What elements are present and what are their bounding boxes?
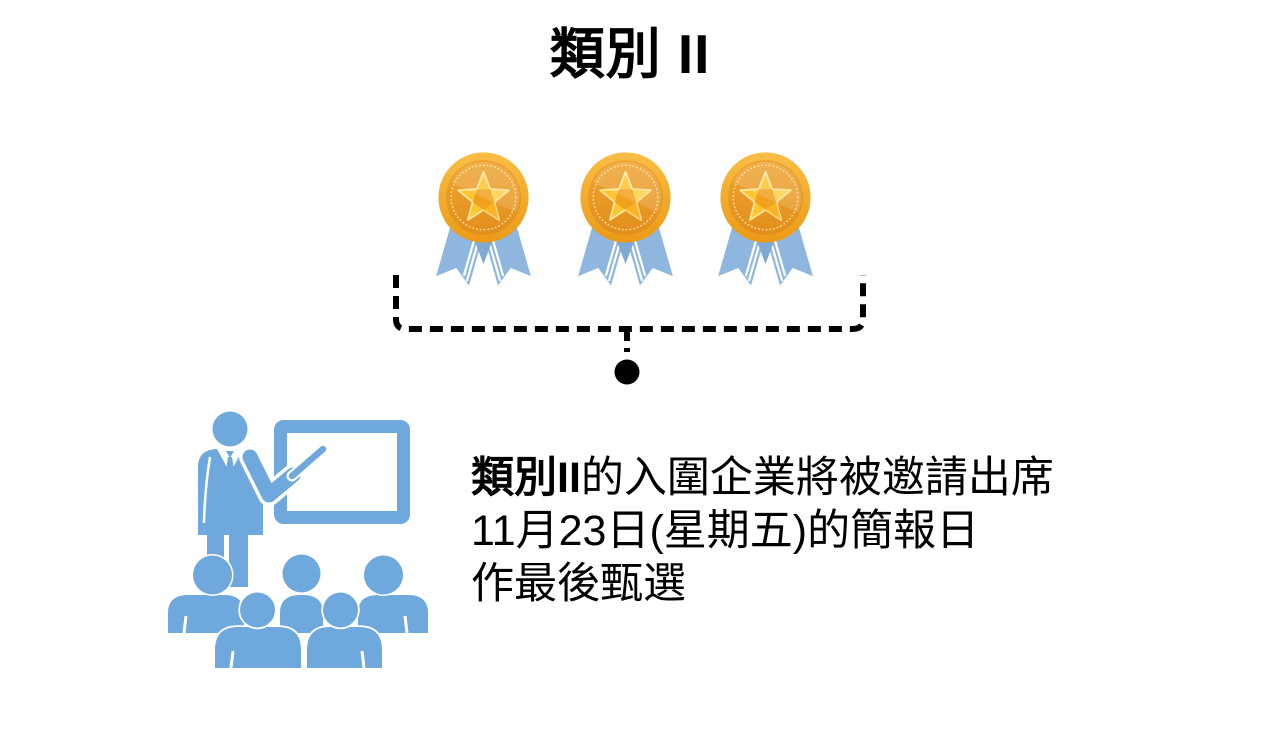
- connector-dot: [614, 359, 640, 385]
- pointer-stick-icon: [288, 445, 327, 480]
- description-line-2: 11月23日(星期五)的簡報日: [471, 507, 980, 555]
- description-text: 類別II的入圍企業將被邀請出席 11月23日(星期五)的簡報日 作最後甄選: [471, 452, 1071, 611]
- description-line1-bold: 類別II: [471, 454, 581, 502]
- audience-back-row: [168, 553, 428, 634]
- dashed-bracket: [393, 275, 866, 385]
- audience-front-row: [213, 590, 384, 670]
- presenter-figure: [198, 410, 329, 587]
- bracket-dashed-line: [393, 275, 866, 332]
- category-title: 類別 II: [549, 23, 711, 85]
- description-line1-rest: 的入圍企業將被邀請出席: [580, 454, 1054, 502]
- presenter-audience-icon: [168, 410, 428, 670]
- description-line-3: 作最後甄選: [471, 560, 686, 608]
- description-line-1: 類別II的入圍企業將被邀請出席: [471, 452, 1071, 505]
